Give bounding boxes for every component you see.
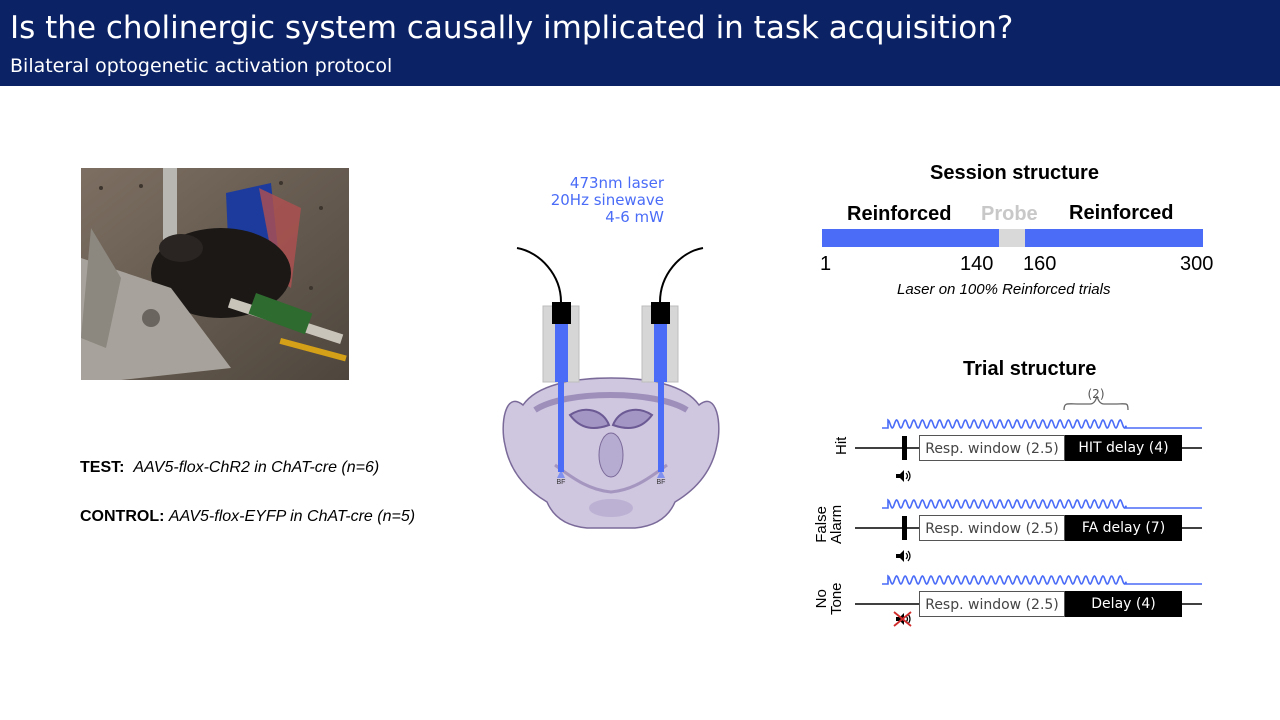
false-alarm-response-window: Resp. window (2.5) xyxy=(919,515,1065,541)
right-bf-label: BF xyxy=(657,479,666,486)
tick-1: 1 xyxy=(820,253,832,275)
hit-response-window: Resp. window (2.5) xyxy=(919,435,1065,461)
hit-laser-wave xyxy=(882,418,1202,429)
no-tone-response-window: Resp. window (2.5) xyxy=(919,591,1065,617)
laser-note: Laser on 100% Reinforced trials xyxy=(897,281,1111,298)
session-bar-probe xyxy=(999,229,1025,247)
no-tone-laser-wave xyxy=(882,574,1202,585)
row-label-hit-text: Hit xyxy=(833,436,850,455)
test-group-text: AAV5-flox-ChR2 in ChAT-cre (n=6) xyxy=(133,459,380,476)
false-alarm-speaker-icon xyxy=(896,550,911,562)
row-label-tone-text: Tone xyxy=(828,582,845,615)
right-light-core xyxy=(654,324,667,382)
no-tone-muted-speaker-icon xyxy=(893,611,912,627)
tick-140: 140 xyxy=(960,253,994,275)
left-light-core xyxy=(555,324,568,382)
right-ferrule xyxy=(651,302,670,324)
hit-speaker-icon xyxy=(896,470,911,482)
probe-label: Probe xyxy=(981,203,1038,225)
row-label-hit: Hit xyxy=(833,436,850,455)
tick-160: 160 xyxy=(1023,253,1057,275)
control-group-text: AAV5-flox-EYFP in ChAT-cre (n=5) xyxy=(168,508,416,525)
left-bf-label: BF xyxy=(557,479,566,486)
row-label-no-tone: No Tone xyxy=(813,582,845,615)
test-group-line: TEST: AAV5-flox-ChR2 in ChAT-cre (n=6) xyxy=(80,459,379,477)
right-implanted-fiber xyxy=(658,382,664,472)
left-ferrule xyxy=(552,302,571,324)
laser-power: 4-6 mW xyxy=(605,208,664,226)
row-label-alarm-text: Alarm xyxy=(828,504,845,544)
row-label-no-text: No xyxy=(813,589,830,609)
right-fiber-cable xyxy=(659,247,704,303)
session-structure-title: Session structure xyxy=(930,162,1099,184)
tick-300: 300 xyxy=(1180,253,1214,275)
trial-structure-title: Trial structure xyxy=(963,358,1097,380)
hit-tone-marker xyxy=(902,436,907,460)
left-fiber-cable xyxy=(516,247,562,303)
test-group-label: TEST: xyxy=(80,459,125,476)
page-subtitle: Bilateral optogenetic activation protoco… xyxy=(10,55,393,77)
false-alarm-delay: FA delay (7) xyxy=(1065,515,1182,541)
hit-delay: HIT delay (4) xyxy=(1065,435,1182,461)
brace-label: (2) xyxy=(1088,387,1105,401)
session-bar-reinforced-2 xyxy=(1024,229,1203,247)
no-tone-delay: Delay (4) xyxy=(1065,591,1182,617)
title-banner: Is the cholinergic system causally impli… xyxy=(0,0,1280,86)
reinforced-label-2: Reinforced xyxy=(1069,202,1174,224)
row-label-false-alarm: False Alarm xyxy=(813,504,845,544)
false-alarm-tone-marker xyxy=(902,516,907,540)
control-group-line: CONTROL: AAV5-flox-EYFP in ChAT-cre (n=5… xyxy=(80,508,415,526)
control-group-label: CONTROL: xyxy=(80,508,165,525)
brace: (2) xyxy=(1063,387,1129,411)
laser-wavelength: 473nm laser xyxy=(569,174,664,192)
left-implanted-fiber xyxy=(558,382,564,472)
brain-fiber-diagram: BF BF xyxy=(502,247,720,529)
mouse-rig-photo xyxy=(81,168,349,380)
session-bar-reinforced-1 xyxy=(822,229,1000,247)
false-alarm-laser-wave xyxy=(882,498,1202,509)
laser-waveform: 20Hz sinewave xyxy=(550,191,664,209)
row-label-false-text: False xyxy=(813,506,830,543)
reinforced-label-1: Reinforced xyxy=(847,203,952,225)
page-title: Is the cholinergic system causally impli… xyxy=(10,10,1014,46)
